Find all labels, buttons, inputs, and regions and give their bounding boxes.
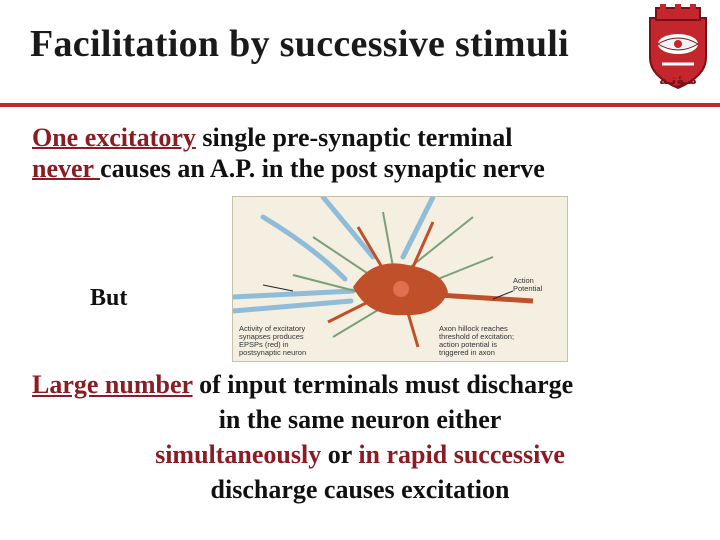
neuron-cell-body: [327, 221, 534, 348]
logo-text: مـؤتـه: [659, 73, 697, 88]
presynaptic-axons: [230, 194, 436, 314]
underlined-large-number: Large number: [32, 370, 193, 399]
text-segment: of input terminals must discharge: [192, 370, 574, 399]
figure-label-left: Activity of excitatory synapses produces…: [239, 324, 307, 357]
text-rapid-successive: in rapid successive: [358, 440, 565, 469]
text-line: discharge causes excitation: [210, 475, 510, 504]
text-segment: single pre-synaptic terminal: [195, 123, 513, 152]
statement-summation: Large number of input terminals must dis…: [0, 367, 720, 507]
neuron-synapse-figure: Activity of excitatory synapses produces…: [230, 194, 568, 362]
figure-label-right: Axon hillock reaches threshold of excita…: [439, 324, 516, 357]
text-line: in the same neuron either: [218, 405, 502, 434]
statement-one-synapse: One excitatory single pre-synaptic termi…: [32, 122, 545, 184]
title-divider: [0, 103, 720, 107]
but-label: But: [90, 285, 128, 311]
slide-title: Facilitation by successive stimuli: [30, 23, 570, 65]
underlined-one-excitatory: One excitatory: [32, 123, 196, 152]
text-segment: or: [321, 440, 359, 469]
text-simultaneously: simultaneously: [155, 440, 322, 469]
text-segment: causes an A.P. in the post synaptic nerv…: [100, 154, 545, 183]
university-crest-icon: مـؤتـه: [649, 4, 707, 90]
figure-label-action-potential: Action Potential: [513, 276, 543, 293]
figure-arrows: [262, 284, 514, 300]
underlined-never: never: [32, 154, 101, 183]
